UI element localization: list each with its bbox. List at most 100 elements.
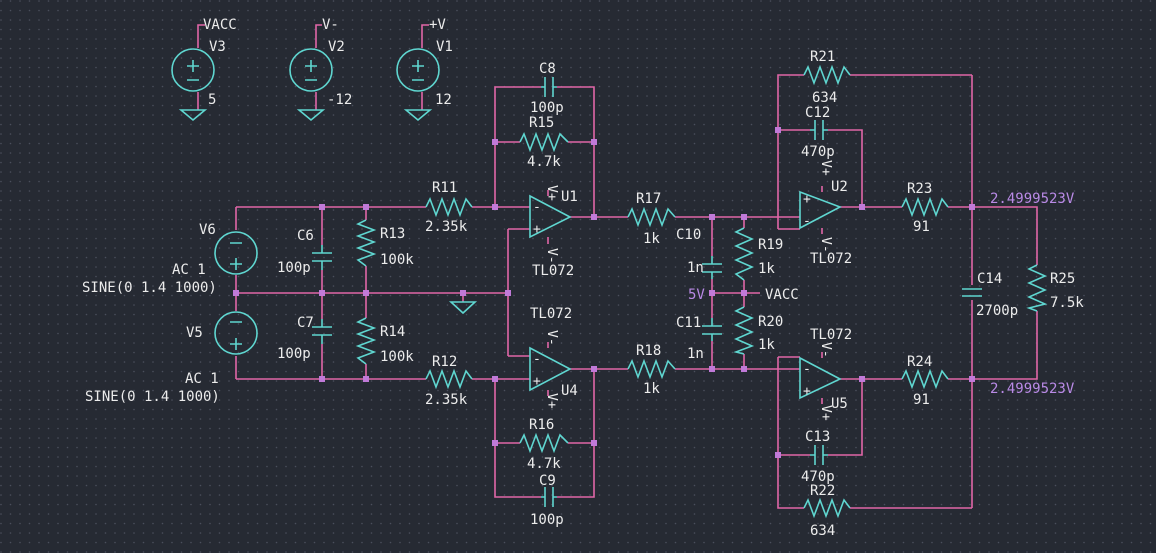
supply-v2-value: -12 <box>327 92 352 108</box>
capacitor-c7-name: C7 <box>297 315 314 331</box>
resistor-r19[interactable]: R19 1k <box>734 227 783 281</box>
opamp-u1-vminus-label: V- <box>544 248 559 264</box>
resistor-r21[interactable]: R21 634 <box>803 49 851 106</box>
capacitor-c9[interactable]: C9 100p <box>530 473 564 528</box>
resistor-r11-value: 2.35k <box>425 219 468 235</box>
opamp-u2-model: TL072 <box>810 251 852 267</box>
capacitor-c11-name: C11 <box>676 315 701 331</box>
resistor-r13[interactable]: R13 100k <box>355 219 414 268</box>
opamp-u1[interactable]: - + V+ V- U1 TL072 <box>529 185 578 279</box>
opamp-u2-minus-pin: - <box>803 214 811 229</box>
opamp-u5-name: U5 <box>831 396 848 412</box>
supply-v3[interactable]: VACC V3 5 <box>171 17 237 122</box>
resistor-r22-name: R22 <box>810 483 835 499</box>
opamp-u5-vminus-label: V- <box>818 342 833 358</box>
resistor-r12-value: 2.35k <box>425 392 468 408</box>
supply-v1[interactable]: +V V1 12 <box>396 17 453 122</box>
source-v5[interactable]: V5 AC 1 SINE(0 1.4 1000) <box>85 311 258 405</box>
capacitor-c7[interactable]: C7 100p <box>277 315 332 362</box>
opamp-u1-minus-pin: - <box>533 200 541 215</box>
supply-v2[interactable]: V- V2 -12 <box>289 17 352 122</box>
opamp-u2-vplus-label: V+ <box>818 160 833 176</box>
probe-voltage-bottom: 2.4999523V <box>990 381 1075 397</box>
opamp-u5-vplus-label: V+ <box>818 405 833 421</box>
capacitor-c13[interactable]: C13 470p <box>801 429 835 485</box>
opamp-u4[interactable]: - + V- V+ U4 TL072 <box>529 306 578 409</box>
capacitor-c14-value: 2700p <box>976 303 1018 319</box>
opamp-u1-vplus-label: V+ <box>544 185 559 201</box>
capacitor-c7-value: 100p <box>277 346 311 362</box>
opamp-u4-name: U4 <box>561 383 578 399</box>
capacitor-c9-name: C9 <box>539 473 556 489</box>
capacitor-c11[interactable]: C11 1n <box>676 315 722 362</box>
capacitor-c10-name: C10 <box>676 227 701 243</box>
capacitor-c8[interactable]: C8 100p <box>530 61 564 116</box>
capacitor-c12-name: C12 <box>805 105 830 121</box>
resistor-r13-name: R13 <box>380 226 405 242</box>
supply-v3-net-label: VACC <box>203 17 237 33</box>
resistor-r12-name: R12 <box>432 354 457 370</box>
resistor-r14[interactable]: R14 100k <box>355 317 414 365</box>
opamp-u1-plus-pin: + <box>533 222 541 237</box>
source-v6[interactable]: V6 AC 1 SINE(0 1.4 1000) <box>82 222 258 296</box>
resistor-r20-name: R20 <box>758 314 783 330</box>
resistor-r25[interactable]: R25 7.5k <box>1026 264 1084 312</box>
opamp-u5-minus-pin: - <box>803 362 811 377</box>
wires <box>197 24 1038 509</box>
supply-v3-value: 5 <box>208 92 216 108</box>
net-label-vacc: VACC <box>765 287 799 303</box>
resistor-r22-value: 634 <box>810 523 835 539</box>
capacitor-c11-value: 1n <box>687 346 704 362</box>
opamp-u1-model: TL072 <box>532 263 574 279</box>
capacitor-c13-name: C13 <box>805 429 830 445</box>
capacitor-c10[interactable]: C10 1n <box>676 227 722 279</box>
opamp-u1-name: U1 <box>561 189 578 205</box>
resistor-r15[interactable]: R15 4.7k <box>519 115 569 170</box>
opamp-u2-plus-pin: + <box>803 192 811 207</box>
resistor-r11[interactable]: R11 2.35k <box>425 180 473 235</box>
opamp-u2[interactable]: + - V+ V- U2 TL072 <box>799 160 852 267</box>
capacitor-c14[interactable]: C14 2700p <box>962 271 1018 319</box>
resistor-r19-value: 1k <box>758 261 775 277</box>
probe-voltage-top: 2.4999523V <box>990 191 1075 207</box>
source-v5-name: V5 <box>186 325 203 341</box>
opamp-u4-vminus-label: V- <box>544 330 559 346</box>
resistor-r18[interactable]: R18 1k <box>627 343 676 397</box>
source-v6-ac: AC 1 <box>172 262 206 278</box>
supply-v2-name: V2 <box>328 39 345 55</box>
resistor-r25-name: R25 <box>1050 271 1075 287</box>
resistor-r25-value: 7.5k <box>1050 295 1084 311</box>
source-v5-ac: AC 1 <box>185 371 219 387</box>
capacitor-c10-value: 1n <box>687 260 704 276</box>
resistor-r22[interactable]: R22 634 <box>803 483 851 539</box>
opamp-u4-vplus-label: V+ <box>544 393 559 409</box>
resistor-r17[interactable]: R17 1k <box>627 191 676 247</box>
resistor-r24-name: R24 <box>907 354 932 370</box>
junctions <box>233 127 975 458</box>
capacitor-c13-value: 470p <box>801 469 835 485</box>
capacitor-c8-name: C8 <box>539 61 556 77</box>
opamp-u2-name: U2 <box>831 179 848 195</box>
capacitor-c8-value: 100p <box>530 100 564 116</box>
resistor-r23-value: 91 <box>913 219 930 235</box>
resistor-r24[interactable]: R24 91 <box>901 354 949 408</box>
ground-symbol <box>448 301 478 315</box>
resistor-r16[interactable]: R16 4.7k <box>519 417 569 472</box>
resistor-r20[interactable]: R20 1k <box>733 306 783 355</box>
capacitor-c6[interactable]: C6 100p <box>277 228 332 276</box>
source-v6-sine: SINE(0 1.4 1000) <box>82 280 217 296</box>
resistor-r24-value: 91 <box>913 392 930 408</box>
resistor-r13-value: 100k <box>380 252 414 268</box>
resistor-r17-value: 1k <box>643 231 660 247</box>
capacitor-c6-name: C6 <box>297 228 314 244</box>
resistor-r12[interactable]: R12 2.35k <box>425 354 473 408</box>
resistor-r15-name: R15 <box>529 115 554 131</box>
opamp-u5[interactable]: - + V- V+ U5 TL072 <box>799 327 852 421</box>
capacitor-c12[interactable]: C12 470p <box>801 105 835 160</box>
supply-v2-net-label: V- <box>322 17 339 33</box>
opamp-u5-model: TL072 <box>810 327 852 343</box>
resistor-r23[interactable]: R23 91 <box>901 181 949 235</box>
source-v5-sine: SINE(0 1.4 1000) <box>85 389 220 405</box>
supply-v3-name: V3 <box>209 39 226 55</box>
